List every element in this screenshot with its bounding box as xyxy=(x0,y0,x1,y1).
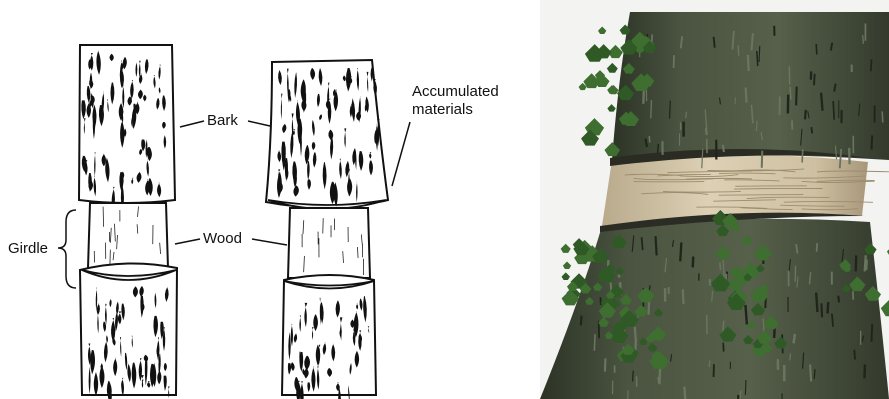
tree-2-upper-bark xyxy=(266,60,388,208)
photo-bark-furrow xyxy=(594,334,595,351)
photo-bark-furrow xyxy=(814,74,815,85)
photo-bark-furrow xyxy=(745,305,746,324)
photo-bark-furrow xyxy=(821,303,822,317)
photo-bark-furrow xyxy=(882,111,883,122)
photo-bark-furrow xyxy=(720,263,721,271)
photo-bark-furrow xyxy=(790,353,791,360)
photo-bark-furrow xyxy=(805,110,806,120)
photo-bark-furrow xyxy=(832,314,833,327)
photo-bark-furrow xyxy=(853,291,854,299)
photo-bark-furrow xyxy=(817,243,818,252)
photo-bark-furrow xyxy=(821,93,822,111)
photo-bark-furrow xyxy=(763,318,764,332)
photo-bark-furrow xyxy=(723,260,724,278)
girdle-label: Girdle xyxy=(8,240,48,257)
photo-bark-furrow xyxy=(802,149,803,162)
photo-bark-furrow xyxy=(748,55,749,71)
photo-bark-furrow xyxy=(680,242,681,261)
photo-bark-furrow xyxy=(633,371,634,382)
photo-bark-furrow xyxy=(746,87,747,102)
photo-bark-furrow xyxy=(790,86,791,99)
photo-bark-furrow xyxy=(871,324,872,342)
photo-bark-furrow xyxy=(648,302,649,315)
photo-bark-furrow xyxy=(759,46,760,62)
photo-bark-furrow xyxy=(838,296,839,303)
photo-bark-furrow xyxy=(811,127,812,133)
photo-bark-furrow xyxy=(710,279,711,285)
photo-bark-furrow xyxy=(659,368,660,384)
photo-bark-furrow xyxy=(605,358,606,371)
bark-leader-right xyxy=(248,121,270,126)
photo-bark-furrow xyxy=(872,135,873,149)
photo-bark-furrow xyxy=(714,37,715,48)
photo-bark-furrow xyxy=(816,293,817,313)
photo-bark-furrow xyxy=(684,387,685,399)
wood-leader-right xyxy=(252,239,287,245)
photo-bark-furrow xyxy=(757,51,758,66)
tree-2-wood xyxy=(288,208,370,278)
photo-bark-furrow xyxy=(863,35,864,44)
photo-bark-furrow xyxy=(745,380,746,395)
photo-bark-furrow xyxy=(831,43,832,51)
tree-1 xyxy=(79,45,177,399)
photo-bark-furrow xyxy=(828,302,829,314)
girdled-tree-photo xyxy=(540,0,889,399)
photo-bark-furrow xyxy=(706,128,707,135)
photo-bark-furrow xyxy=(645,139,646,147)
photo-bark-furrow xyxy=(651,100,652,118)
accumulated-materials-label-line1: Accumulated xyxy=(412,83,499,100)
photo-bark-furrow xyxy=(871,59,872,71)
bark-leader-left xyxy=(180,121,204,127)
wood-leader-left xyxy=(175,239,200,244)
accumulated-materials-label-line2: materials xyxy=(412,101,473,118)
photo-bark-furrow xyxy=(762,151,763,168)
photo-bark-furrow xyxy=(854,350,855,360)
photo-bark-furrow xyxy=(581,316,582,326)
wood-grain-line xyxy=(357,247,358,258)
photo-bark-furrow xyxy=(712,291,713,302)
photo-bark-furrow xyxy=(723,145,724,152)
photo-bark-furrow xyxy=(810,364,811,381)
bark-label: Bark xyxy=(207,112,238,129)
photo-bark-furrow xyxy=(656,236,657,255)
photo-bark-furrow xyxy=(865,255,866,271)
tree-2 xyxy=(266,60,388,399)
photo-bark-furrow xyxy=(814,369,815,379)
girdle-brace xyxy=(58,210,76,288)
photo-bark-furrow xyxy=(834,84,835,92)
girdling-diagram xyxy=(0,0,540,399)
photo-bark-furrow xyxy=(816,44,817,55)
photo-bark-furrow xyxy=(649,136,650,143)
tree-1-wood xyxy=(88,203,168,268)
photo-bark-furrow xyxy=(642,237,643,250)
photo-bark-furrow xyxy=(683,289,684,304)
photo-bark-furrow xyxy=(643,89,644,104)
photo-trunk-upper xyxy=(612,12,889,160)
wood-label: Wood xyxy=(203,230,242,247)
photo-bark-furrow xyxy=(866,260,867,270)
photo-bark-furrow xyxy=(794,334,795,343)
photo-bark-furrow xyxy=(709,360,710,367)
photo-bark-furrow xyxy=(635,327,636,341)
accumulated-leader xyxy=(392,122,410,186)
photo-bark-furrow xyxy=(670,101,671,119)
photo-bark-furrow xyxy=(658,144,659,153)
photo-bark-furrow xyxy=(833,101,834,120)
